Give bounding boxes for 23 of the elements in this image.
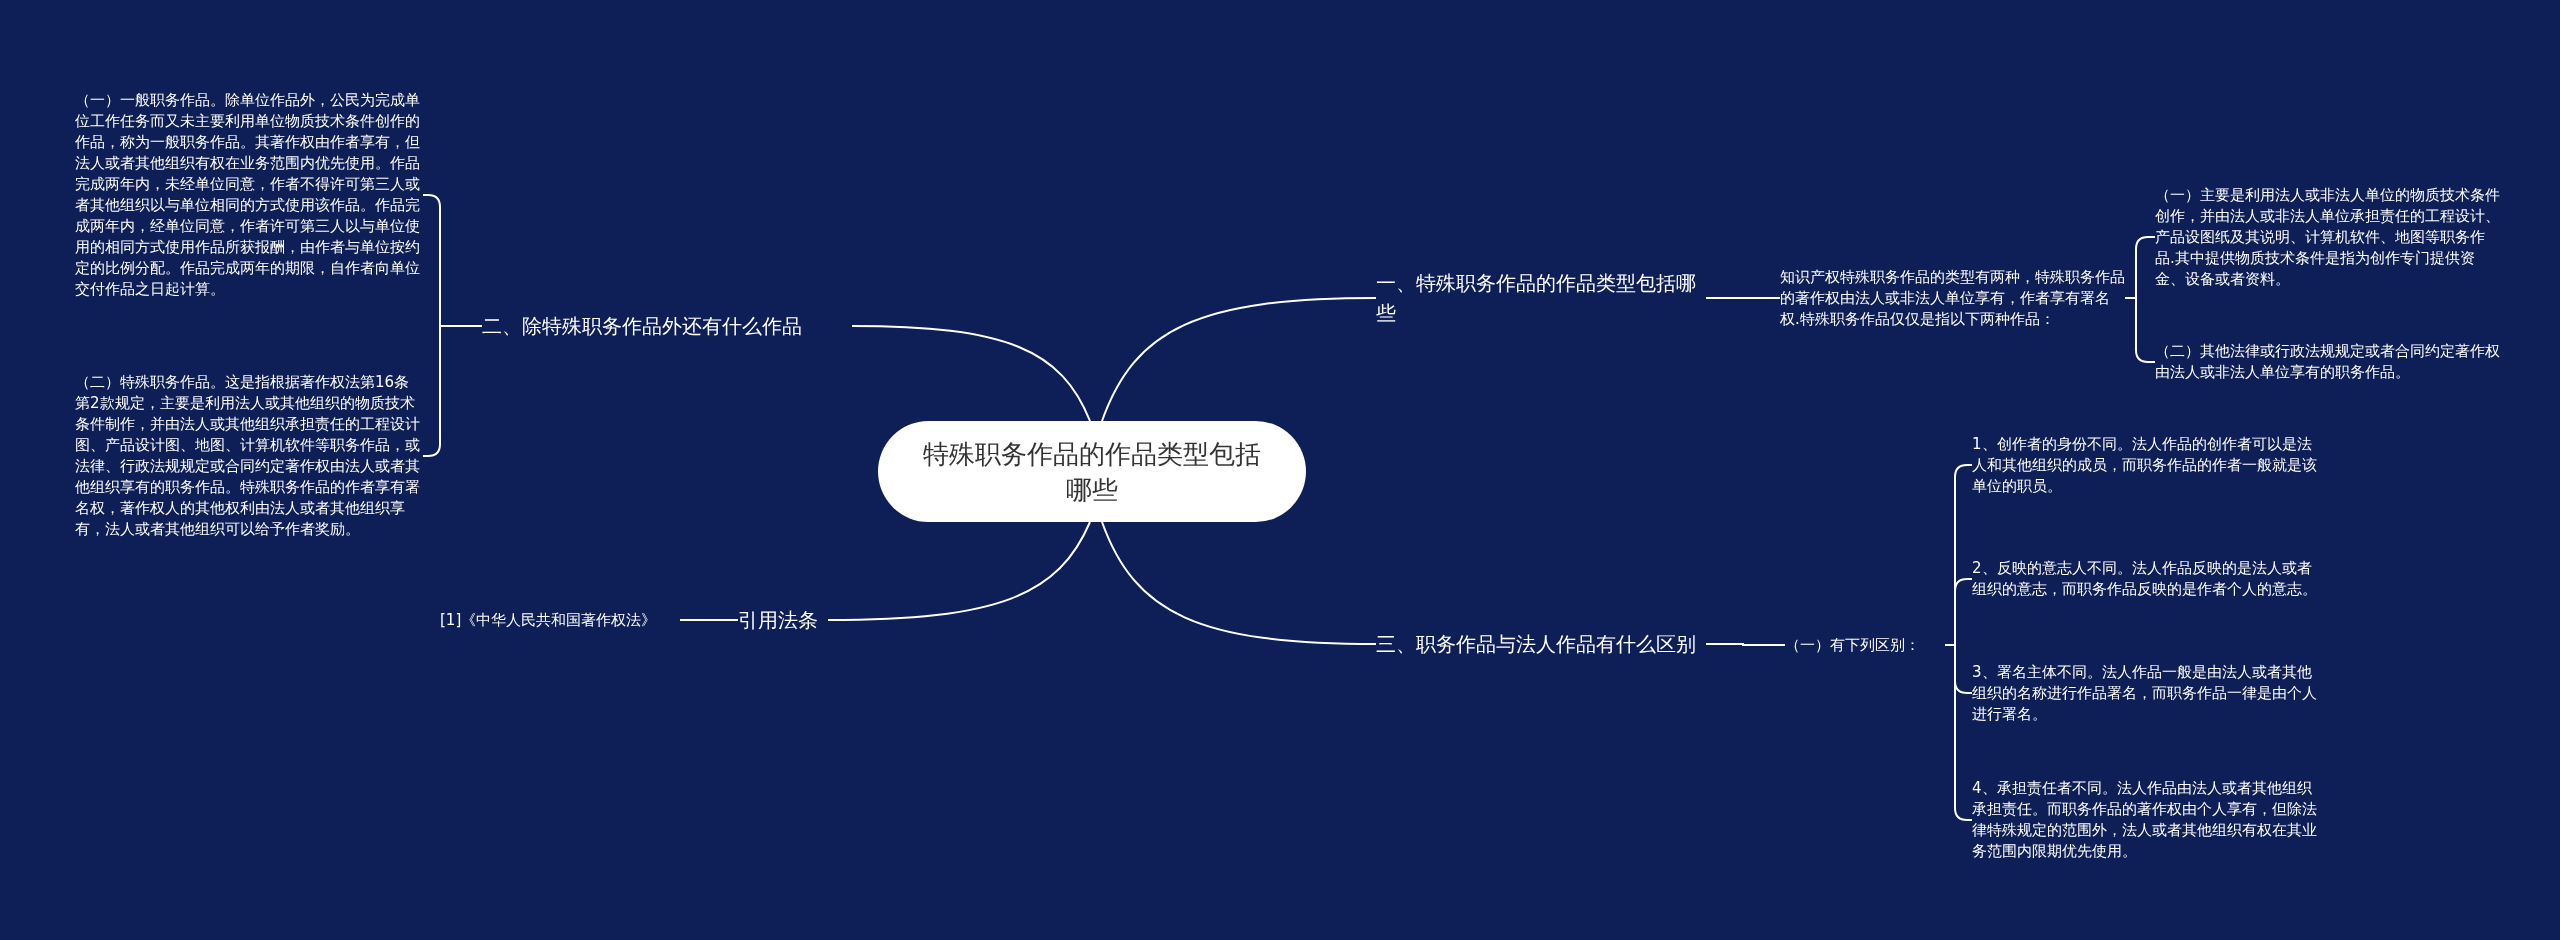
note-text: 2、反映的意志人不同。法人作品反映的是法人或者组织的意志，而职务作品反映的是作者个人的意志。 <box>1972 558 2317 600</box>
note-text: （一）主要是利用法人或非法人单位的物质技术条件创作，并由法人或非法人单位承担责任的工程设计、产品设图纸及其说明、计算机软件、地图等职务作品.其中提供物质技术条件是指为创作专门提供资金、设备或者资料。 <box>2155 184 2500 290</box>
note-text: 3、署名主体不同。法人作品一般是由法人或者其他组织的名称进行作品署名，而职务作品一律是由个人进行署名。 <box>1972 661 2317 725</box>
note-text: 1、创作者的身份不同。法人作品的创作者可以是法人和其他组织的成员，而职务作品的作者一般就是该单位的职员。 <box>1972 433 2317 497</box>
central-topic-text: 特殊职务作品的作品类型包括哪些 <box>922 437 1262 507</box>
topic-label: 引用法条 <box>738 607 819 634</box>
connector-line <box>679 619 739 621</box>
note-text: （一）一般职务作品。除单位作品外，公民为完成单位工作任务而又未主要利用单位物质技术条件创作的作品，称为一般职务作品。其著作权由作者享有，但法人或者其他组织有权在业务范围内优先使用。作品完成两年内，未经单位同意，作者不得许可第三人或者其他组织以与单位相同的方式使用该作品。作品完成两年内，经单位同意，作者许可第三人以与单位使用的相同方式使用作品所获报酬，由作者与单位按约定的比例分配。作品完成两年的期限，自作者向单位交付作品之日起计算。 <box>75 90 421 300</box>
connector-line <box>851 325 1091 422</box>
topic-label: 二、除特殊职务作品外还有什么作品 <box>482 313 803 340</box>
note-text: （二）其他法律或行政法规规定或者合同约定著作权由法人或非法人单位享有的职务作品。 <box>2155 341 2500 383</box>
citation-text: [1]《中华人民共和国著作权法》 <box>440 609 658 631</box>
connector-line <box>1705 297 1781 299</box>
topic-label: 一、特殊职务作品的作品类型包括哪些 <box>1376 270 1697 327</box>
note-text: 4、承担责任者不同。法人作品由法人或者其他组织承担责任。而职务作品的著作权由个人享有，但除法律特殊规定的范围外，法人或者其他组织有权在其业务范围内限期优先使用。 <box>1972 778 2317 862</box>
topic-label: 三、职务作品与法人作品有什么区别 <box>1376 631 1697 658</box>
note-text: （一）有下列区别： <box>1785 634 1921 656</box>
connector-line <box>1101 297 1377 422</box>
note-text: （二）特殊职务作品。这是指根据著作权法第16条第2款规定，主要是利用法人或其他组织的物质技术条件制作，并由法人或其他组织承担责任的工程设计图、产品设计图、地图、计算机软件等职务作品，或法律、行政法规规定或合同约定著作权由法人或者其他组织享有的职务作品。特殊职务作品的作者享有署名权，著作权人的其他权利由法人或者其他组织享有，法人或者其他组织可以给予作者奖励。 <box>75 372 421 540</box>
note-text: 知识产权特殊职务作品的类型有两种，特殊职务作品的著作权由法人或非法人单位享有，作者享有署名权.特殊职务作品仅仅是指以下两种作品： <box>1780 266 2125 330</box>
connector-line <box>827 521 1091 621</box>
connector-line <box>1101 521 1377 645</box>
connector-line <box>1705 643 1786 646</box>
